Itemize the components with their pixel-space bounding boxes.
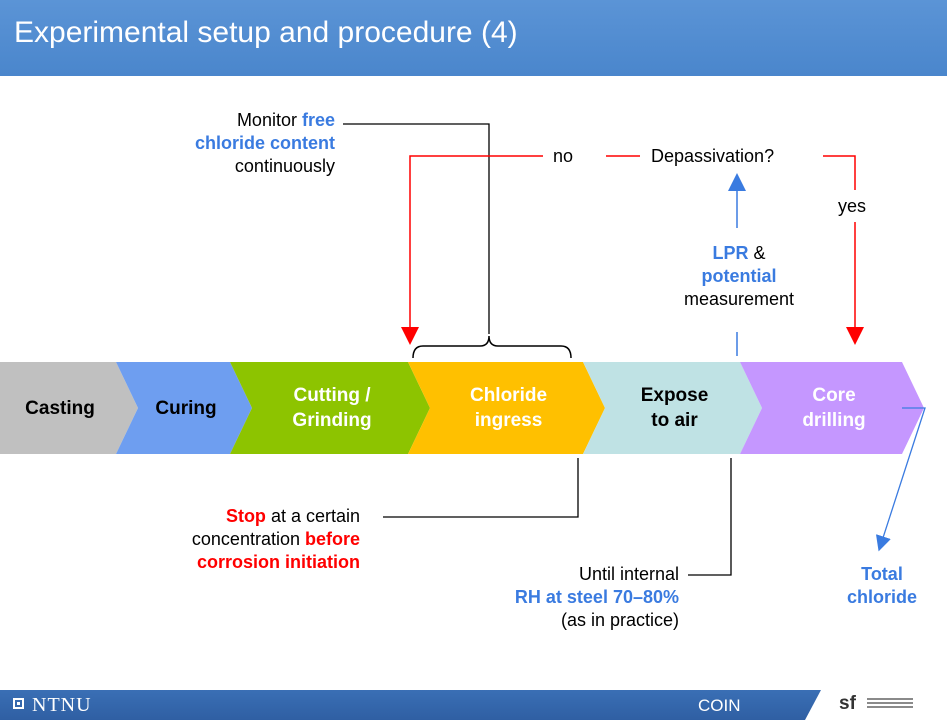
until-connector (688, 458, 732, 576)
slide-title: Experimental setup and procedure (4) (14, 16, 518, 49)
chevron-label-line: Cutting / (293, 385, 371, 406)
chevron-label-line: Grinding (292, 410, 372, 431)
sfi-lines-icon (867, 698, 913, 712)
chevron-label-3: Cutting / Grinding (257, 383, 407, 433)
chevron-label-line: drilling (802, 410, 866, 431)
title-bar: Experimental setup and procedure (4) (0, 0, 947, 76)
lpr-annotation: LPR & potential measurement (683, 243, 795, 309)
until-annotation: Until internal RH at steel 70–80% (as in… (514, 564, 679, 630)
chevron-label-line: Expose (640, 385, 709, 406)
chevron-step-5 (583, 362, 762, 454)
no-label: no (553, 146, 574, 166)
chevron-label-line: to air (651, 410, 698, 431)
chevron-step-6 (740, 362, 924, 454)
chevron-label-5: Expose to air (600, 383, 750, 433)
sfi-label: sf (839, 693, 856, 714)
no-loop-arrow (401, 155, 640, 345)
chevron-step-4 (408, 362, 605, 454)
monitor-connector (343, 123, 572, 359)
yes-label: yes (838, 196, 867, 216)
yes-arrow (823, 155, 864, 345)
ntnu-logo-icon (13, 698, 24, 709)
stop-connector (383, 458, 579, 518)
chevron-label-4: Chloride ingress (434, 383, 584, 433)
chevron-label-line: Curing (155, 397, 217, 419)
footer: NTNU COIN sf (0, 690, 947, 720)
chevron-label-2: Curing (111, 396, 261, 421)
total-chloride-label: Total chloride (846, 564, 917, 607)
chevron-label-line: ingress (474, 410, 543, 431)
chevron-label-line: Core (812, 385, 856, 406)
coin-label: COIN (698, 696, 741, 715)
chevron-label-line: Casting (25, 397, 95, 419)
total-chloride-arrow (875, 407, 926, 552)
process-chevrons (0, 362, 924, 454)
chevron-step-1 (0, 362, 138, 454)
stop-annotation: Stop at a certain concentration before c… (191, 506, 360, 572)
depassivation-label: Depassivation? (651, 146, 775, 166)
monitor-annotation: Monitor free chloride content continuous… (194, 110, 335, 176)
chevron-step-3 (230, 362, 430, 454)
chevron-label-6: Core drilling (759, 383, 909, 433)
chevron-step-2 (116, 362, 252, 454)
sfi-logo: sf (805, 690, 947, 720)
chevron-label-1: Casting (0, 396, 135, 421)
ntnu-label: NTNU (32, 694, 92, 716)
chevron-label-line: Chloride (469, 385, 548, 406)
